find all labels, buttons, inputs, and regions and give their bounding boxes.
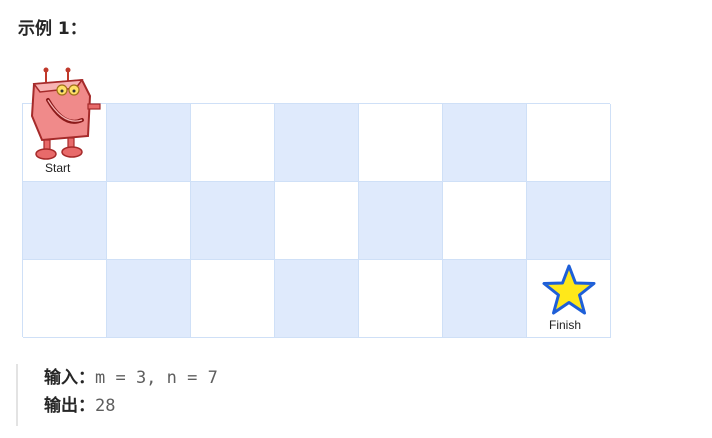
finish-label: Finish	[549, 318, 582, 332]
output-label: 输出：	[44, 396, 95, 416]
example-heading: 示例 1：	[18, 19, 87, 39]
grid-cell	[107, 260, 191, 338]
grid-cell	[107, 182, 191, 260]
start-label: Start	[45, 161, 71, 175]
grid-cell	[275, 182, 359, 260]
grid-cell	[191, 260, 275, 338]
grid-cell	[443, 260, 527, 338]
grid-cell	[107, 104, 191, 182]
grid-cell	[527, 182, 611, 260]
grid-cell	[23, 260, 107, 338]
path-grid	[22, 103, 611, 338]
grid-cell	[359, 182, 443, 260]
input-value: m = 3, n = 7	[95, 368, 218, 388]
output-value: 28	[95, 396, 116, 416]
grid-cell	[359, 104, 443, 182]
input-label: 输入：	[44, 368, 95, 388]
grid-cell	[443, 182, 527, 260]
grid-cell	[191, 182, 275, 260]
star-icon	[542, 264, 596, 315]
robot-icon	[30, 67, 101, 160]
grid-cell	[191, 104, 275, 182]
grid-cell	[527, 104, 611, 182]
grid-cell	[275, 104, 359, 182]
grid-cell	[443, 104, 527, 182]
input-line: 输入：m = 3, n = 7	[44, 364, 218, 392]
example-io-block: 输入：m = 3, n = 7 输出：28	[16, 364, 218, 426]
grid-cell	[23, 182, 107, 260]
grid-cell	[359, 260, 443, 338]
grid-cell	[275, 260, 359, 338]
output-line: 输出：28	[44, 392, 218, 420]
